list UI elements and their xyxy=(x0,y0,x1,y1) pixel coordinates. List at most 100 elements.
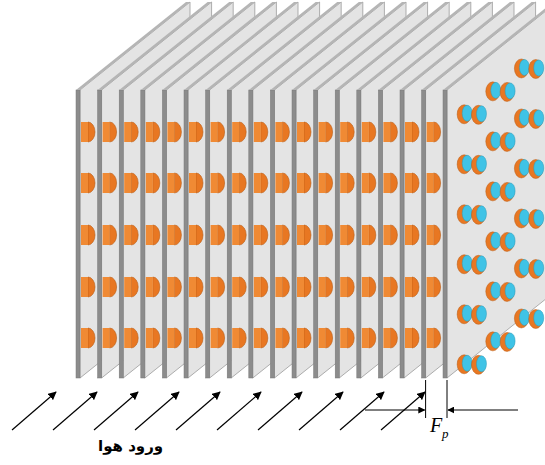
tube-stub xyxy=(110,225,117,245)
tube-stub xyxy=(218,225,225,245)
extension-line xyxy=(425,380,426,418)
tube-stub xyxy=(282,277,289,297)
tube-end xyxy=(514,159,528,178)
tube-stub xyxy=(434,277,441,297)
airflow-label: ورود هوا xyxy=(95,437,166,455)
tube-bore xyxy=(534,260,544,276)
tube-end xyxy=(486,332,500,351)
tube-stub xyxy=(110,122,117,142)
tube-stub xyxy=(239,277,246,297)
tube-stub xyxy=(239,173,246,193)
airflow-arrow xyxy=(381,392,425,430)
tube-stub xyxy=(282,225,289,245)
tube-stub xyxy=(88,173,95,193)
dimension-subscript: p xyxy=(442,426,449,442)
airflow-arrow xyxy=(135,392,179,430)
tube-stub xyxy=(261,173,268,193)
tube-bore xyxy=(534,210,544,226)
tube-stub xyxy=(347,122,354,142)
tube-end xyxy=(471,255,485,274)
tube-stub xyxy=(153,225,160,245)
tube-stub xyxy=(131,328,138,348)
tube-bore xyxy=(462,255,472,271)
fin-plate xyxy=(443,2,545,378)
airflow-arrow xyxy=(53,392,97,430)
tube-stub xyxy=(153,328,160,348)
tube-stub xyxy=(304,173,311,193)
tube-bore xyxy=(462,155,472,171)
tube-stub xyxy=(347,277,354,297)
tube-stub xyxy=(261,277,268,297)
tube-stub xyxy=(261,122,268,142)
extension-line xyxy=(447,380,448,418)
tube-bore xyxy=(519,209,529,225)
tube-stub xyxy=(239,328,246,348)
tube-end xyxy=(529,160,543,179)
tube-bore xyxy=(491,182,501,198)
airflow-arrow xyxy=(94,392,138,430)
tube-stub xyxy=(304,122,311,142)
tube-stub xyxy=(412,328,419,348)
tube-bore xyxy=(505,183,515,199)
tube-stub xyxy=(174,277,181,297)
tube-stub xyxy=(110,277,117,297)
tube-stub xyxy=(174,225,181,245)
tube-end xyxy=(457,305,471,324)
tube-bore xyxy=(519,309,529,325)
tube-stub xyxy=(174,173,181,193)
tube-stub xyxy=(369,277,376,297)
tube-end xyxy=(514,209,528,228)
tube-end xyxy=(457,155,471,174)
tube-stub xyxy=(218,328,225,348)
tube-bore xyxy=(491,232,501,248)
tube-stub xyxy=(369,122,376,142)
tube-bore xyxy=(462,105,472,121)
tube-stub xyxy=(282,173,289,193)
tube-stub xyxy=(196,277,203,297)
tube-end xyxy=(514,309,528,328)
tube-stub xyxy=(434,225,441,245)
tube-stub xyxy=(153,173,160,193)
tube-stub xyxy=(88,277,95,297)
tube-bore xyxy=(476,356,486,372)
tube-stub xyxy=(110,173,117,193)
tube-stub xyxy=(153,277,160,297)
tube-end xyxy=(457,355,471,374)
dimension-arrow xyxy=(365,410,425,411)
tube-end xyxy=(514,259,528,278)
tube-bore xyxy=(476,256,486,272)
tube-bore xyxy=(519,59,529,75)
tube-stub xyxy=(131,225,138,245)
tube-stub xyxy=(326,225,333,245)
tube-bore xyxy=(505,133,515,149)
airflow-arrow xyxy=(217,392,261,430)
tube-stub xyxy=(347,328,354,348)
tube-end xyxy=(500,132,514,151)
tube-stub xyxy=(390,225,397,245)
tube-stub xyxy=(153,122,160,142)
tube-stub xyxy=(196,173,203,193)
tube-stub xyxy=(304,277,311,297)
airflow-arrow xyxy=(12,392,56,430)
tube-end xyxy=(486,232,500,251)
tube-stub xyxy=(326,173,333,193)
tube-end xyxy=(471,205,485,224)
tube-bore xyxy=(505,233,515,249)
tube-bore xyxy=(476,206,486,222)
tube-stub xyxy=(174,328,181,348)
tube-bore xyxy=(519,109,529,125)
tube-end xyxy=(486,132,500,151)
tube-stub xyxy=(218,277,225,297)
tube-bore xyxy=(534,60,544,76)
tube-bore xyxy=(519,159,529,175)
tube-bore xyxy=(505,333,515,349)
tube-end xyxy=(514,109,528,128)
tube-stub xyxy=(412,277,419,297)
tube-bore xyxy=(534,160,544,176)
tube-end xyxy=(500,332,514,351)
tube-stub xyxy=(131,173,138,193)
tube-end xyxy=(486,282,500,301)
tube-stub xyxy=(434,328,441,348)
tube-stub xyxy=(304,225,311,245)
